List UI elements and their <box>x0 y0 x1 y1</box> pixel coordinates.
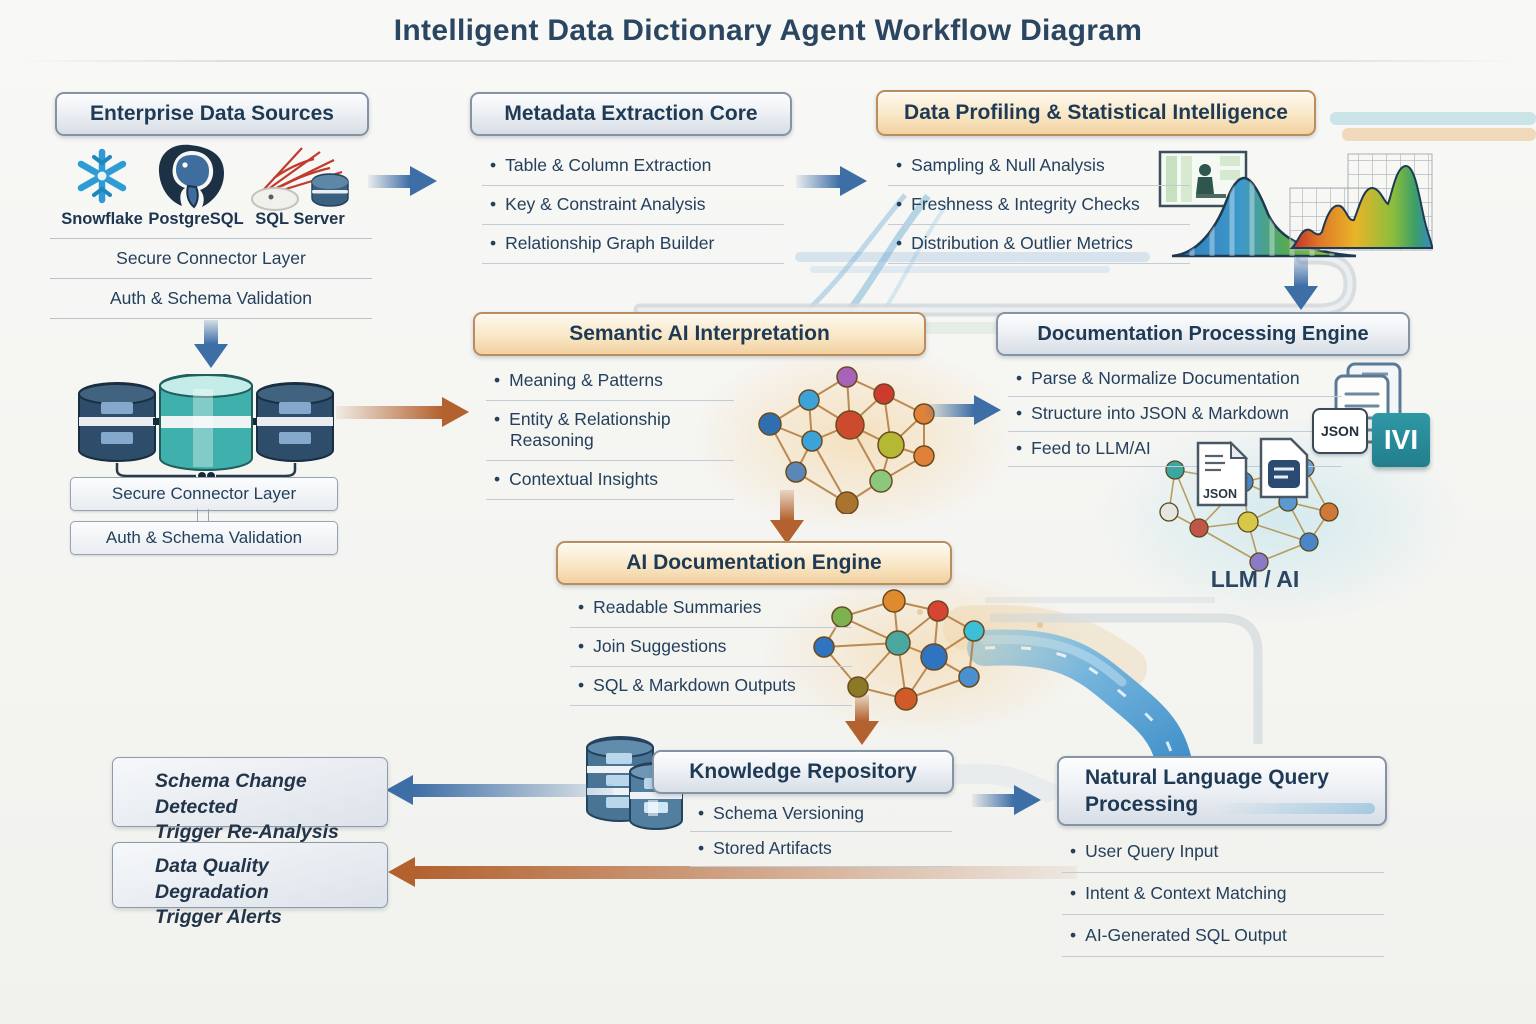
nlq-streak <box>1215 803 1375 814</box>
nlq-title: Natural Language Query Processing <box>1085 765 1329 816</box>
list-item: Table & Column Extraction <box>482 147 784 186</box>
distribution-chart <box>1289 153 1433 251</box>
arrow-sources-to-connectors <box>194 320 228 368</box>
schema-change-trigger-box: Schema Change Detected Trigger Re-Analys… <box>112 757 388 843</box>
list-item: Sampling & Null Analysis <box>888 147 1190 186</box>
sql-server-icon <box>251 147 349 211</box>
aidoc-header: AI Documentation Engine <box>556 541 952 585</box>
list-item: Readable Summaries <box>570 589 852 628</box>
metadata-extraction-list: Table & Column Extraction Key & Constrai… <box>482 147 784 264</box>
arrow-semantic-to-aidoc <box>770 490 804 544</box>
nlq-header: Natural Language Query Processing <box>1057 756 1387 826</box>
postgresql-label: PostgreSQL <box>148 210 244 228</box>
markdown-file-icon <box>1259 437 1309 499</box>
snowflake-label: Snowflake <box>61 210 143 228</box>
metadata-extraction-core-header: Metadata Extraction Core <box>470 92 792 136</box>
postgresql-icon <box>158 144 224 209</box>
arrow-connectors-to-semantic <box>336 397 469 427</box>
secure-connector-layer-box: Secure Connector Layer <box>70 477 338 511</box>
data-quality-trigger-box: Data Quality Degradation Trigger Alerts <box>112 842 388 928</box>
list-item: AI-Generated SQL Output <box>1062 915 1384 957</box>
list-item: Freshness & Integrity Checks <box>888 186 1190 225</box>
trigger-line: Data Quality Degradation <box>155 855 269 903</box>
knowledge-repository-header: Knowledge Repository <box>652 750 954 794</box>
list-item: User Query Input <box>1062 831 1384 873</box>
list-item: Distribution & Outlier Metrics <box>888 225 1190 264</box>
list-item: Parse & Normalize Documentation <box>1008 362 1342 397</box>
database-cluster-icon <box>78 374 334 480</box>
arrow-repository-to-schema-trigger <box>386 775 613 805</box>
list-item: Key & Constraint Analysis <box>482 186 784 225</box>
arrow-metadata-to-profiling <box>796 166 867 196</box>
sql-server-label: SQL Server <box>255 210 345 228</box>
json-file-label: JSON <box>1202 487 1238 501</box>
list-item: Entity & Relationship Reasoning <box>486 401 734 461</box>
trigger-line: Trigger Alerts <box>155 906 282 929</box>
data-profiling-header: Data Profiling & Statistical Intelligenc… <box>876 90 1316 136</box>
connector-link <box>197 509 209 521</box>
list-item: Intent & Context Matching <box>1062 873 1384 915</box>
docproc-header: Documentation Processing Engine <box>996 312 1410 356</box>
page-title: Intelligent Data Dictionary Agent Workfl… <box>393 14 1143 47</box>
list-item: Contextual Insights <box>486 461 734 500</box>
markdown-tile-icon: IVI <box>1372 413 1430 467</box>
list-item: SQL & Markdown Outputs <box>570 667 852 706</box>
arrow-nlq-to-quality-trigger <box>388 857 1077 887</box>
enterprise-data-sources-header: Enterprise Data Sources <box>55 92 369 136</box>
auth-schema-validation-text: Auth & Schema Validation <box>50 279 372 319</box>
trigger-line: Schema Change Detected <box>155 770 307 818</box>
trigger-line: Trigger Re-Analysis <box>155 821 339 844</box>
title-divider <box>22 60 1514 62</box>
semantic-ai-list: Meaning & Patterns Entity & Relationship… <box>486 362 734 500</box>
list-item: Schema Versioning <box>690 797 952 832</box>
arrow-aidoc-to-repository <box>845 695 879 745</box>
semantic-ai-header: Semantic AI Interpretation <box>473 312 926 356</box>
json-file-icon: JSON <box>1195 440 1249 508</box>
secure-connector-layer-text: Secure Connector Layer <box>50 239 372 279</box>
list-item: Join Suggestions <box>570 628 852 667</box>
snowflake-icon <box>77 148 127 204</box>
arrow-semantic-to-docproc <box>926 395 1001 425</box>
enterprise-layers: Secure Connector Layer Auth & Schema Val… <box>50 238 372 319</box>
auth-schema-validation-box: Auth & Schema Validation <box>70 521 338 555</box>
arrow-sources-to-metadata <box>368 166 437 196</box>
list-item: Structure into JSON & Markdown <box>1008 397 1342 432</box>
data-profiling-list: Sampling & Null Analysis Freshness & Int… <box>888 147 1190 264</box>
arrow-repository-to-nlq <box>972 785 1041 815</box>
aidoc-list: Readable Summaries Join Suggestions SQL … <box>570 589 852 706</box>
aidoc-network-illustration <box>813 589 985 711</box>
llm-ai-label: LLM / AI <box>1210 566 1300 592</box>
arrow-profiling-to-docproc <box>1284 256 1318 310</box>
list-item: Stored Artifacts <box>690 832 952 867</box>
list-item: Meaning & Patterns <box>486 362 734 401</box>
knowledge-repository-list: Schema Versioning Stored Artifacts <box>690 797 952 867</box>
nlq-list: User Query Input Intent & Context Matchi… <box>1062 831 1384 957</box>
json-badge: JSON <box>1312 408 1368 454</box>
list-item: Relationship Graph Builder <box>482 225 784 264</box>
